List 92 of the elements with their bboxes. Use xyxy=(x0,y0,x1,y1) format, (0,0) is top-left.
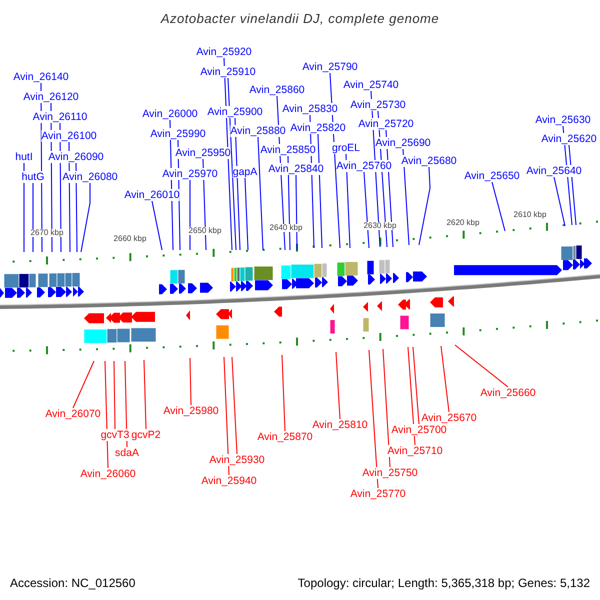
leader-line xyxy=(418,166,430,246)
scale-label: 2630 kbp xyxy=(364,222,396,230)
leader-line xyxy=(318,134,322,248)
leader-line xyxy=(554,176,566,226)
gene-label: Avin_25710 xyxy=(387,445,443,457)
gene-label: Avin_26090 xyxy=(48,151,104,163)
gene-label: Avin_26000 xyxy=(142,108,198,120)
gene-label: hutG xyxy=(22,171,44,183)
leader-line xyxy=(152,200,162,250)
gene-label: Avin_25830 xyxy=(282,103,338,115)
gene-label: Avin_26010 xyxy=(124,189,180,201)
leader-line xyxy=(224,356,230,476)
genome-summary-text: Topology: circular; Length: 5,365,318 bp; Genes: 5,132 xyxy=(298,577,590,589)
leader-line xyxy=(104,360,108,468)
gene-label: Avin_25820 xyxy=(290,122,346,134)
leader-line xyxy=(412,346,420,424)
gene-label: gcvP2 xyxy=(131,429,161,441)
leader-line xyxy=(492,182,506,232)
gene-label: Avin_26070 xyxy=(45,408,101,420)
gene-label: Avin_26110 xyxy=(32,111,88,123)
scale-label: 2650 kbp xyxy=(188,227,222,235)
gene-label: Avin_25680 xyxy=(401,155,457,167)
gene-label: gapA xyxy=(232,166,258,178)
leader-line xyxy=(408,346,416,446)
gene-label: Avin_25650 xyxy=(464,170,520,182)
gene-label: Avin_26120 xyxy=(23,91,79,103)
gene-label: Avin_25810 xyxy=(312,419,368,431)
gene-label: Avin_25840 xyxy=(268,163,324,175)
leader-line xyxy=(296,174,298,250)
gene-label: gcvT3 xyxy=(100,429,130,441)
leader-line xyxy=(382,348,390,468)
gene-label: Avin_25660 xyxy=(480,387,536,399)
gene-label: Avin_26140 xyxy=(13,71,69,83)
gene-label: Avin_25970 xyxy=(162,168,218,180)
gene-label: Avin_25770 xyxy=(350,488,406,500)
leader-line xyxy=(336,352,340,420)
leader-line xyxy=(76,162,78,252)
gene-label: sdaA xyxy=(115,447,139,459)
gene-label: Avin_25720 xyxy=(358,118,414,130)
leader-line xyxy=(368,350,378,488)
leader-line xyxy=(346,154,350,248)
scale-label: 2610 kbp xyxy=(514,211,546,219)
scale-label: 2670 kbp xyxy=(30,229,64,237)
gene-label: Avin_25940 xyxy=(201,475,257,487)
gene-label: Avin_26100 xyxy=(41,130,97,142)
leader-line xyxy=(364,172,370,248)
leader-line xyxy=(440,346,450,412)
gene-label: Avin_25790 xyxy=(302,61,358,73)
leader-line xyxy=(232,356,238,454)
leader-line xyxy=(80,182,90,252)
title: Azotobacter vinelandii DJ, complete genome xyxy=(159,10,440,28)
leader-line xyxy=(72,360,94,408)
leader-line xyxy=(32,182,34,252)
gene-label: Avin_25870 xyxy=(257,431,313,443)
gene-label: Avin_25620 xyxy=(541,133,597,145)
gene-label: Avin_25750 xyxy=(362,467,418,479)
gene-label: Avin_25950 xyxy=(175,147,231,159)
gene-label: Avin_25930 xyxy=(209,454,265,466)
leader-line xyxy=(190,358,192,406)
gene-label: Avin_25880 xyxy=(230,125,286,137)
gene-label: Avin_25990 xyxy=(150,128,206,140)
gene-label: Avin_25730 xyxy=(350,99,406,111)
gene-label: Avin_25670 xyxy=(421,412,477,424)
leader-line xyxy=(402,148,410,246)
scale-label: 2660 kbp xyxy=(114,235,146,243)
gene-label: Avin_25690 xyxy=(375,137,431,149)
gene-label: Avin_26060 xyxy=(80,468,136,480)
gene-label: Avin_25980 xyxy=(163,405,219,417)
gene-label: Avin_25860 xyxy=(249,84,305,96)
scale-label: 2620 kbp xyxy=(446,219,480,227)
gene-label: Avin_25910 xyxy=(200,66,256,78)
leader-line xyxy=(114,360,116,430)
leader-line xyxy=(124,360,128,448)
gene-label: Avin_25900 xyxy=(207,106,263,118)
leader-line xyxy=(244,178,248,250)
gene-label: Avin_25850 xyxy=(260,144,316,156)
gene-label: Avin_25760 xyxy=(336,160,392,172)
gene-label: groEL xyxy=(332,142,360,154)
gene-label: Avin_25740 xyxy=(343,79,399,91)
leader-line xyxy=(144,360,146,430)
leader-line xyxy=(258,136,264,250)
gene-label: hutI xyxy=(15,151,33,163)
gene-label: Avin_25640 xyxy=(526,165,582,177)
gene-label: Avin_25920 xyxy=(196,46,252,58)
leader-line xyxy=(454,344,508,388)
gene-label: Avin_25700 xyxy=(391,424,447,436)
leader-line xyxy=(282,354,286,432)
gene-label: Avin_26080 xyxy=(62,171,118,183)
gene-label: Avin_25630 xyxy=(535,114,591,126)
accession-text: Accession: NC_012560 xyxy=(10,577,136,589)
leader-line xyxy=(228,78,236,250)
scale-label: 2640 kbp xyxy=(270,224,302,232)
